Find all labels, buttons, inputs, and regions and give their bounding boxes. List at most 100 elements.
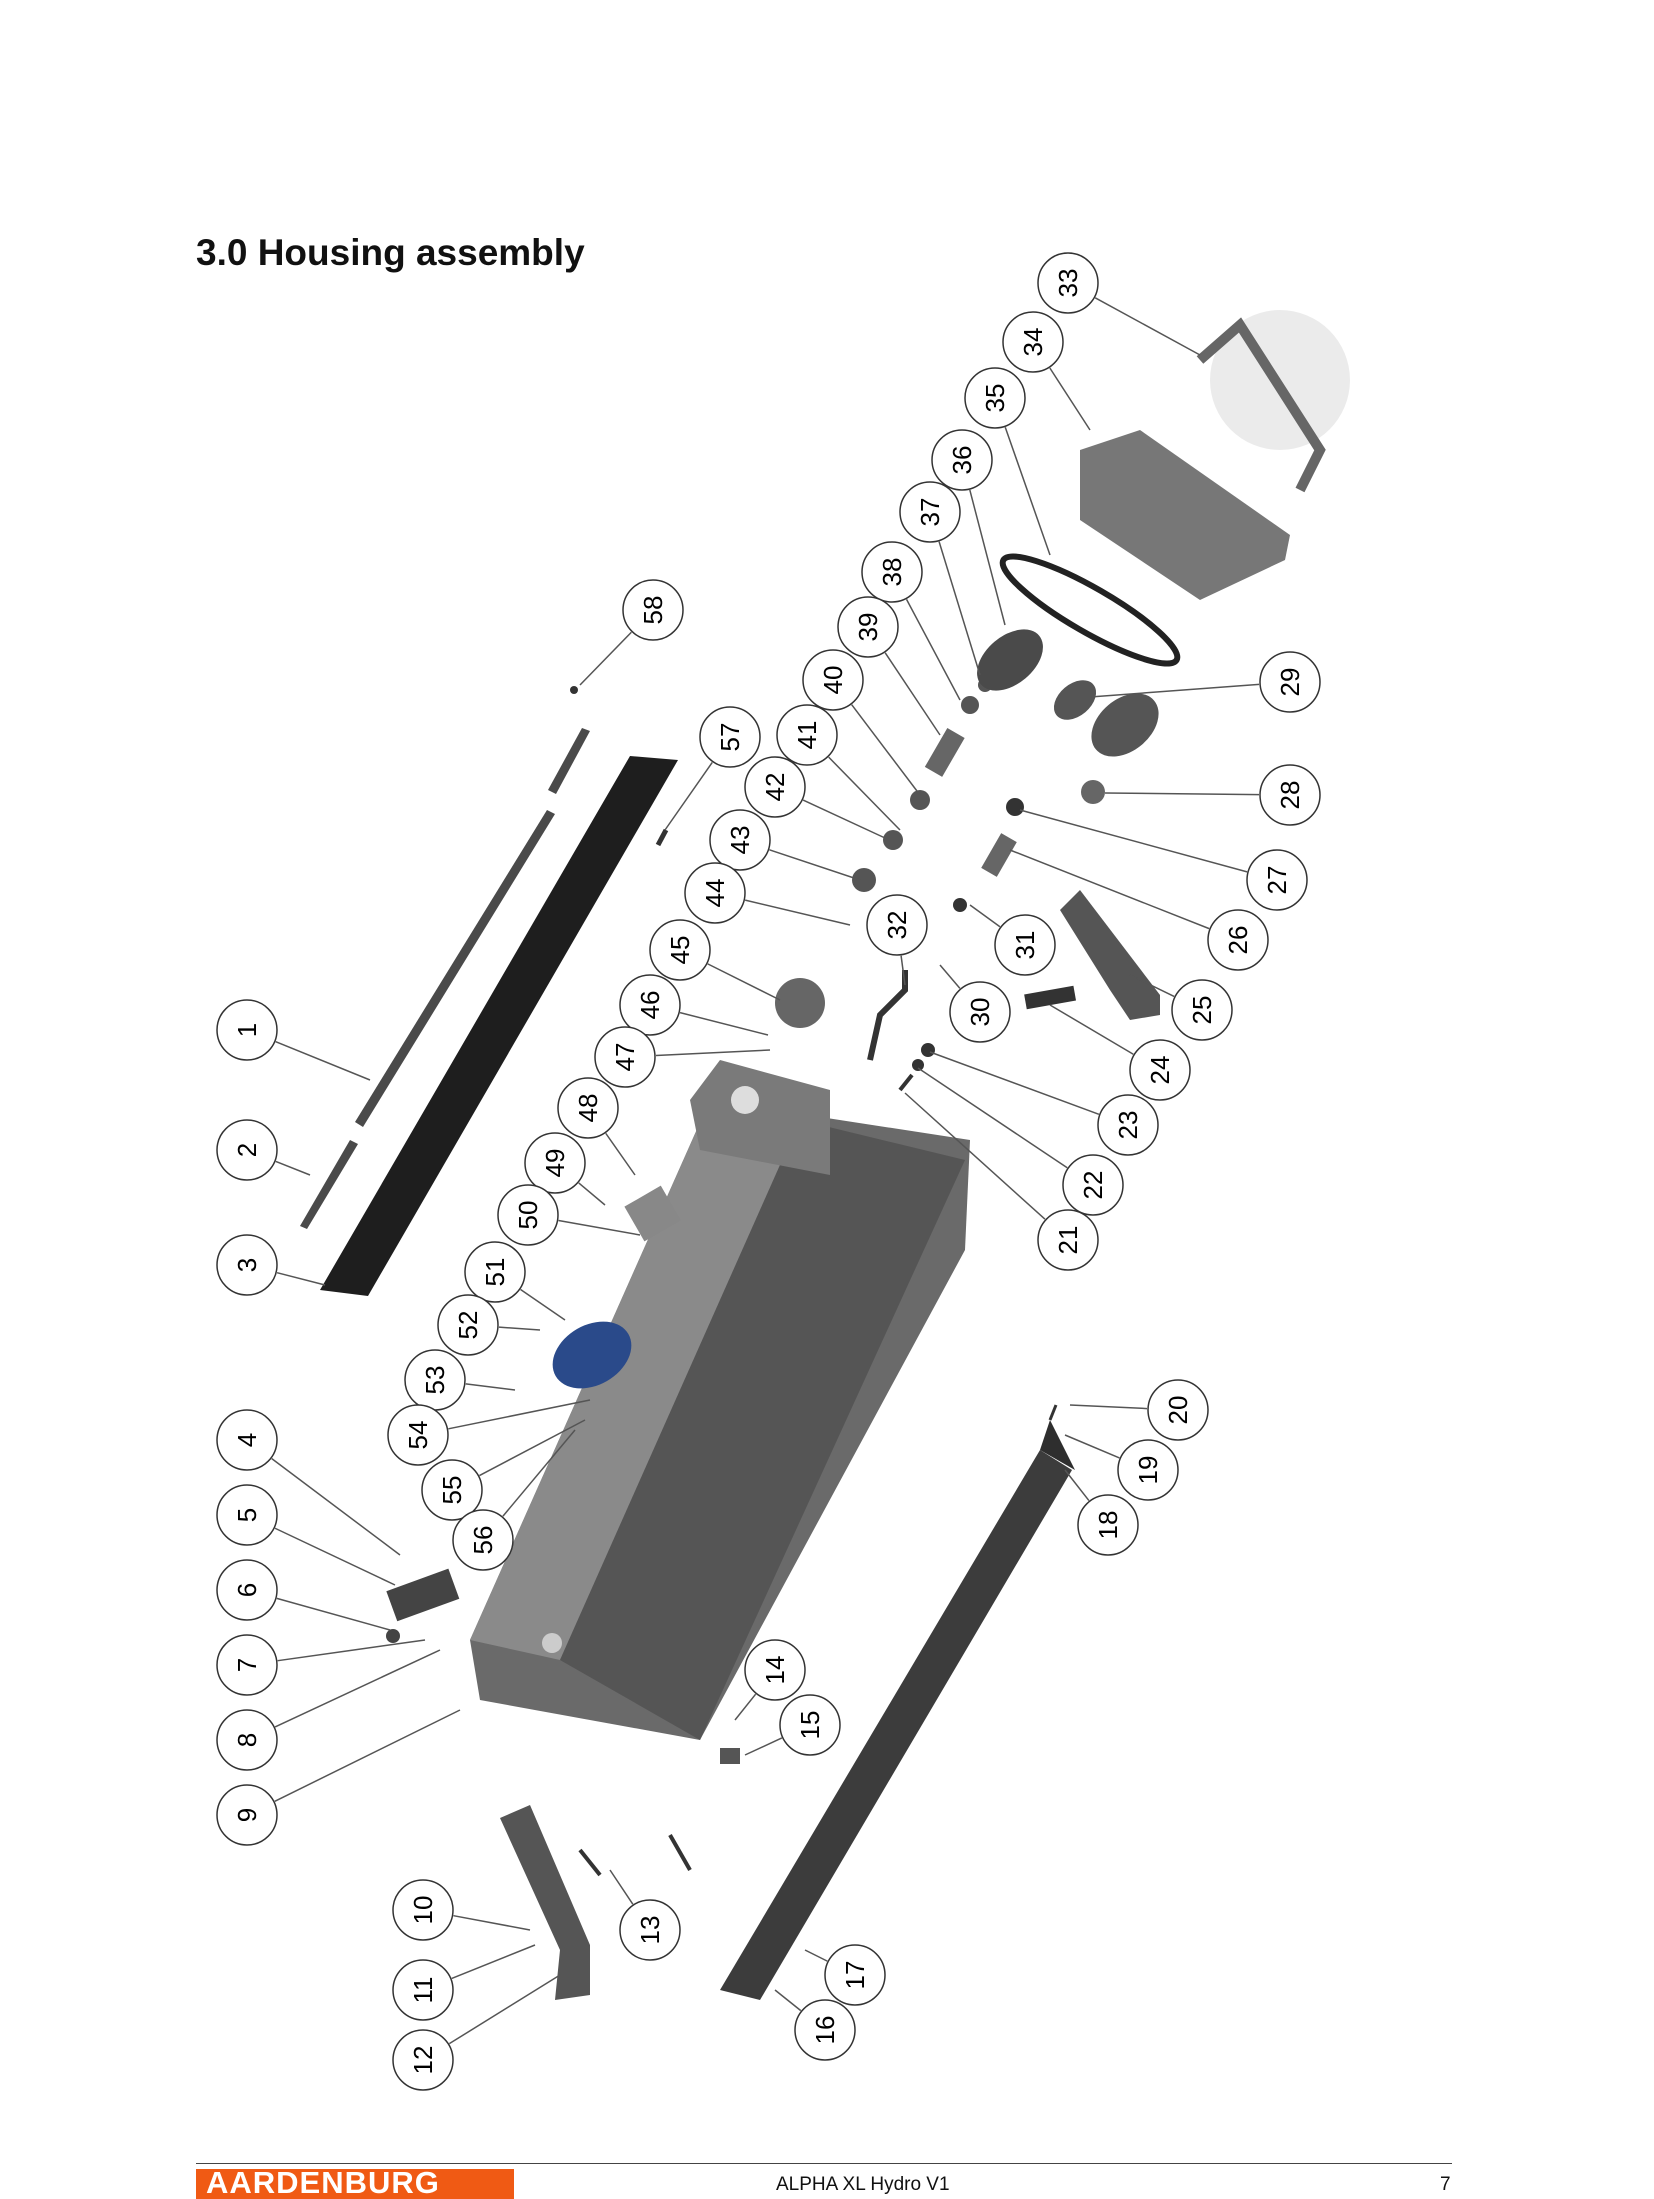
callout-leader-line	[465, 1383, 516, 1391]
callout-circle	[1062, 1154, 1124, 1216]
callout-39: 39	[837, 596, 941, 736]
callout-leader-line	[1009, 849, 1210, 930]
callout-12: 12	[392, 1974, 561, 2091]
callout-label: 8	[232, 1733, 262, 1747]
callout-10: 10	[392, 1879, 531, 1941]
part-6-nut	[386, 1629, 400, 1643]
part-3-rubber-flap	[320, 756, 678, 1296]
callout-1: 1	[216, 999, 371, 1081]
callout-circle	[1077, 1494, 1139, 1556]
callout-46: 46	[619, 974, 769, 1036]
callout-leader-line	[451, 1944, 536, 1980]
callout-30: 30	[939, 964, 1011, 1043]
callout-leader-line	[1129, 974, 1175, 998]
part-36-pulley	[977, 629, 1043, 691]
part-shapes	[300, 317, 1326, 2000]
callout-32: 32	[866, 894, 928, 986]
callout-circle	[866, 894, 928, 956]
callout-leader-line	[851, 704, 921, 796]
callout-50: 50	[497, 1184, 641, 1246]
callout-circle	[1117, 1439, 1179, 1501]
part-34-cover	[1080, 430, 1290, 600]
callout-circle	[1246, 849, 1308, 911]
callout-circle	[994, 914, 1056, 976]
part-19-pin	[1048, 1404, 1058, 1421]
callout-leader-line	[969, 489, 1006, 626]
part-32-hose	[867, 970, 908, 1061]
callout-27: 27	[1019, 809, 1308, 911]
part-35-belt	[999, 553, 1181, 667]
callout-leader-line	[1004, 427, 1051, 556]
callout-label: 4	[232, 1433, 262, 1447]
callout-leader-line	[804, 1949, 828, 1962]
callout-25: 25	[1129, 974, 1233, 1041]
callout-circle	[216, 1559, 278, 1621]
callout-11: 11	[392, 1944, 536, 2021]
callout-label: 37	[915, 498, 945, 527]
callout-leader-line	[655, 1049, 771, 1057]
callout-leader-line	[904, 1092, 1046, 1220]
callout-circle	[744, 1639, 806, 1701]
callout-circle	[497, 1184, 559, 1246]
callout-leader-line	[744, 899, 851, 926]
callout-leader-line	[929, 1051, 1100, 1115]
callout-label: 15	[795, 1711, 825, 1740]
callout-28: 28	[1104, 764, 1321, 826]
callout-20: 20	[1069, 1379, 1209, 1441]
callout-56: 56	[452, 1429, 576, 1571]
callout-label: 30	[965, 998, 995, 1027]
callout-circle	[464, 1241, 526, 1303]
callout-label: 20	[1163, 1396, 1193, 1425]
callout-label: 33	[1053, 269, 1083, 298]
callout-45: 45	[649, 919, 781, 1001]
callout-label: 58	[638, 596, 668, 625]
callout-leader-line	[1094, 297, 1201, 356]
callout-58: 58	[579, 579, 684, 686]
callout-circle	[824, 1944, 886, 2006]
callout-33: 33	[1037, 252, 1201, 356]
callout-circle	[744, 756, 806, 818]
callout-leader-line	[1064, 1434, 1120, 1459]
part-2-strip	[300, 1140, 358, 1229]
callout-circle	[557, 1077, 619, 1139]
callout-leader-line	[939, 964, 961, 989]
callout-leader-line	[276, 1271, 326, 1286]
callout-26: 26	[1009, 849, 1269, 971]
callout-label: 6	[232, 1583, 262, 1597]
part-12-bracket	[500, 1805, 590, 2000]
part-42-ring	[883, 830, 903, 850]
callout-leader-line	[769, 849, 861, 881]
callout-leader-line	[679, 1011, 769, 1036]
callout-label: 17	[840, 1961, 870, 1990]
part-housing-hole	[731, 1086, 759, 1114]
callout-label: 36	[947, 446, 977, 475]
callout-label: 51	[480, 1258, 510, 1287]
callout-leader-line	[1049, 367, 1091, 431]
part-39-shaft	[924, 727, 965, 777]
callout-18: 18	[1064, 1469, 1139, 1556]
callout-circle	[437, 1294, 499, 1356]
callout-24: 24	[1049, 1004, 1191, 1101]
part-25-bracket	[1060, 890, 1160, 1020]
callout-circle	[779, 1694, 841, 1756]
callout-label: 35	[980, 384, 1010, 413]
callout-leader-line	[900, 955, 906, 986]
callout-41: 41	[776, 704, 901, 831]
callout-leader-line	[276, 1597, 391, 1631]
callout-circle	[216, 999, 278, 1061]
callout-13: 13	[609, 1869, 681, 1961]
callout-circle	[899, 481, 961, 543]
part-38-spacer	[961, 696, 979, 714]
callout-label: 41	[792, 721, 822, 750]
part-housing-front	[560, 1120, 965, 1740]
callout-label: 28	[1275, 781, 1305, 810]
callout-circle	[216, 1634, 278, 1696]
callout-55: 55	[421, 1419, 586, 1521]
callout-21: 21	[904, 1092, 1099, 1271]
callout-leader-line	[448, 1399, 591, 1430]
footer-rule	[196, 2163, 1452, 2164]
callout-leader-line	[1104, 792, 1260, 796]
callout-8: 8	[216, 1649, 441, 1771]
section-title: 3.0 Housing assembly	[196, 232, 585, 273]
